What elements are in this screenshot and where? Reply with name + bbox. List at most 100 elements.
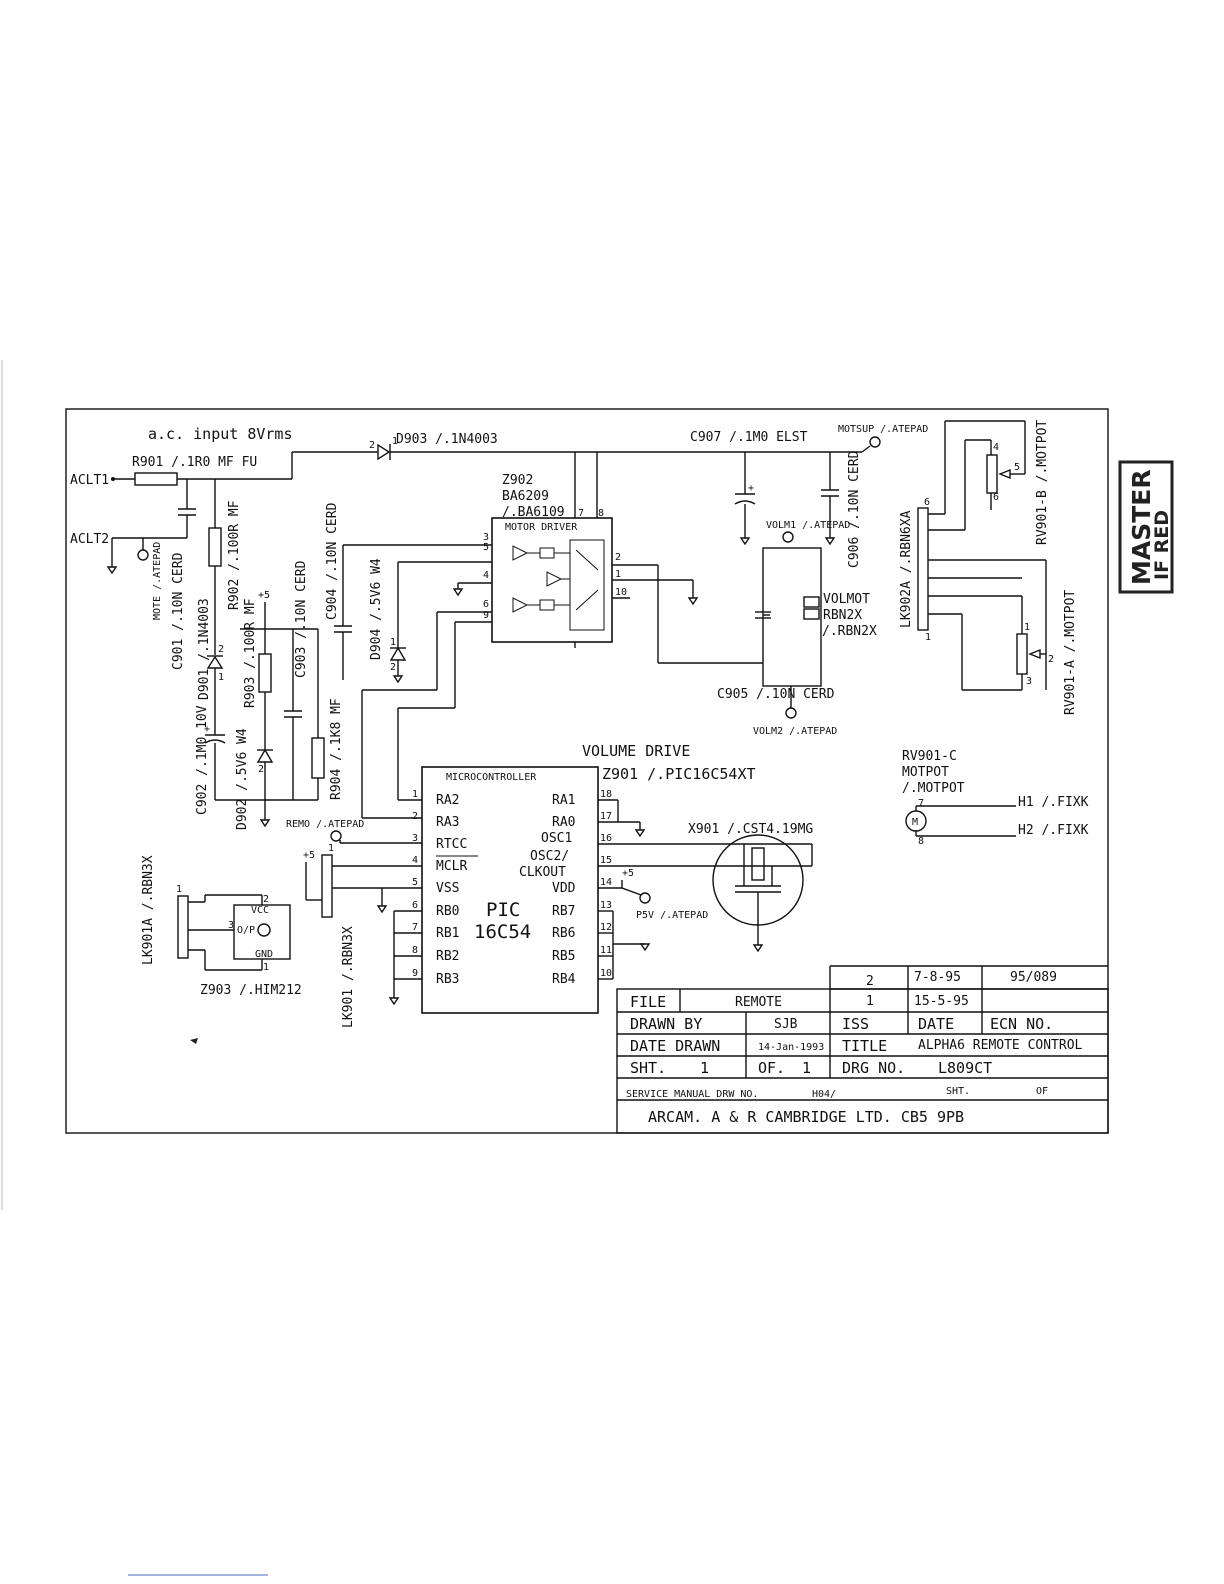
mcu-left-pin-labels: RA2 RA3 RTCC MCLR VSS RB0 RB1 RB2 RB3	[436, 793, 467, 987]
volm2-label: VOLM2 /.ATEPAD	[753, 726, 837, 737]
drv-pin-2: 2	[615, 552, 621, 563]
c907-label: C907 /.1M0 ELST	[690, 430, 808, 445]
c903-label: C903 /.10N CERD	[294, 560, 309, 678]
title-value: ALPHA6 REMOTE CONTROL	[918, 1038, 1083, 1053]
svg-text:17: 17	[600, 811, 612, 822]
mcu-pin-osc1: OSC1	[541, 831, 572, 846]
motor-driver-internals	[512, 539, 605, 631]
vcc-label: VCC	[251, 905, 269, 916]
drv-pin-8: 8	[598, 508, 604, 519]
svg-text:15: 15	[600, 855, 612, 866]
mcu-pin-rb0: RB0	[436, 904, 459, 919]
lk901a-label: LK901A /.RBN3X	[141, 855, 156, 965]
microcontroller-ic	[421, 766, 599, 1014]
motpot-b-label: /.MOTPOT	[902, 781, 965, 796]
remo-label: REMO /.ATEPAD	[286, 819, 364, 830]
lk902a-connector	[917, 507, 929, 631]
mcu-left-pin-numbers: 1 2 3 4 5 6 7 8 9	[412, 789, 418, 979]
svg-text:6: 6	[993, 492, 999, 503]
r901-label: R901 /.1R0 MF FU	[132, 455, 257, 470]
z903-label: Z903 /.HIM212	[200, 983, 302, 998]
mcu-pin-ra3: RA3	[436, 815, 459, 830]
svg-text:2: 2	[390, 662, 396, 673]
svg-text:2: 2	[412, 811, 418, 822]
drv-pin-9: 9	[483, 610, 489, 621]
d903-label: D903 /.1N4003	[396, 432, 498, 447]
of2-label: OF	[1036, 1086, 1048, 1097]
drv-pin-10: 10	[615, 587, 627, 598]
service-label: SERVICE MANUAL DRW NO.	[626, 1089, 758, 1100]
aclt1-label: ACLT1	[70, 473, 109, 488]
of-value: 1	[802, 1059, 811, 1077]
mcu-pin-mclr: MCLR	[436, 859, 467, 874]
sht-value: 1	[700, 1059, 709, 1077]
rv901b-label: RV901-B /.MOTPOT	[1035, 420, 1050, 545]
pic-part-label: 16C54	[474, 921, 531, 943]
svg-text:MASTER: MASTER	[1127, 469, 1156, 585]
svg-text:8: 8	[412, 945, 418, 956]
mcu-pin-vss: VSS	[436, 881, 459, 896]
rev1-iss: 1	[866, 994, 874, 1009]
svg-text:2: 2	[218, 644, 224, 655]
svg-text:+: +	[204, 724, 210, 735]
mote-label: MOTE /.ATEPAD	[152, 542, 163, 620]
ba6109-label: /.BA6109	[502, 505, 565, 520]
svg-text:1: 1	[390, 637, 396, 648]
drawing-border	[65, 408, 1109, 1134]
mcu-pin-osc2: OSC2/	[530, 849, 569, 864]
svg-text:2: 2	[258, 764, 264, 775]
date-drawn-value: 14-Jan-1993	[758, 1042, 824, 1053]
svg-text:13: 13	[600, 900, 612, 911]
x901-label: X901 /.CST4.19MG	[688, 822, 813, 837]
pic-label: PIC	[486, 899, 520, 921]
z901-label: Z901 /.PIC16C54XT	[602, 765, 756, 783]
mcu-pin-ra1: RA1	[552, 793, 575, 808]
drg-value: L809CT	[938, 1059, 992, 1077]
plus5-vdd: +5	[622, 868, 634, 879]
title-label: TITLE	[842, 1037, 887, 1055]
volmot-label: VOLMOT	[823, 592, 870, 607]
mcu-pin-vdd: VDD	[552, 881, 576, 896]
iss-label: ISS	[842, 1015, 869, 1033]
svg-text:10: 10	[600, 968, 612, 979]
mcu-pin-ra0: RA0	[552, 815, 575, 830]
op-label: O/P	[237, 925, 255, 936]
file-label: FILE	[630, 993, 666, 1011]
rv901a-pot	[1016, 633, 1028, 675]
mcu-right-pin-numbers: 18 17 16 15 14 13 12 11 10	[600, 789, 612, 979]
ac-input-label: a.c. input 8Vrms	[148, 425, 293, 443]
sht-label: SHT.	[630, 1059, 666, 1077]
c902-capacitor: +	[204, 724, 226, 744]
svg-text:1: 1	[263, 962, 269, 973]
title-block	[616, 965, 1109, 1134]
svg-text:14: 14	[600, 877, 612, 888]
motsup-label: MOTSUP /.ATEPAD	[838, 424, 928, 435]
aclt2-label: ACLT2	[70, 532, 109, 547]
svg-text:4: 4	[993, 442, 999, 453]
svg-text:18: 18	[600, 789, 612, 800]
rv901a-label: RV901-A /.MOTPOT	[1063, 590, 1078, 715]
svg-text:1: 1	[392, 436, 398, 447]
svg-text:1: 1	[412, 789, 418, 800]
lk901a-connector	[177, 895, 189, 959]
svg-text:5: 5	[1014, 462, 1020, 473]
microcontroller-label: MICROCONTROLLER	[446, 772, 537, 783]
rbn2x-b-label: /.RBN2X	[822, 624, 877, 639]
plus5-lk901: +5	[303, 850, 315, 861]
mcu-pin-rb6: RB6	[552, 926, 575, 941]
motor-m-label: M	[912, 817, 918, 828]
drv-pin-7: 7	[578, 508, 584, 519]
c902-label: C902 /.1M0 10V	[195, 705, 210, 815]
r903-resistor	[258, 653, 272, 693]
mcu-pin-rb1: RB1	[436, 926, 459, 941]
svg-text:7: 7	[412, 922, 418, 933]
drv-pin-5: 5	[483, 542, 489, 553]
c905-label: C905 /.10N CERD	[717, 687, 835, 702]
date-label: DATE	[918, 1015, 954, 1033]
ba6209-label: BA6209	[502, 489, 549, 504]
svg-text:3: 3	[412, 833, 418, 844]
drawn-by-label: DRAWN BY	[630, 1015, 702, 1033]
svg-text:2: 2	[1048, 654, 1054, 665]
drv-pin-4: 4	[483, 570, 489, 581]
